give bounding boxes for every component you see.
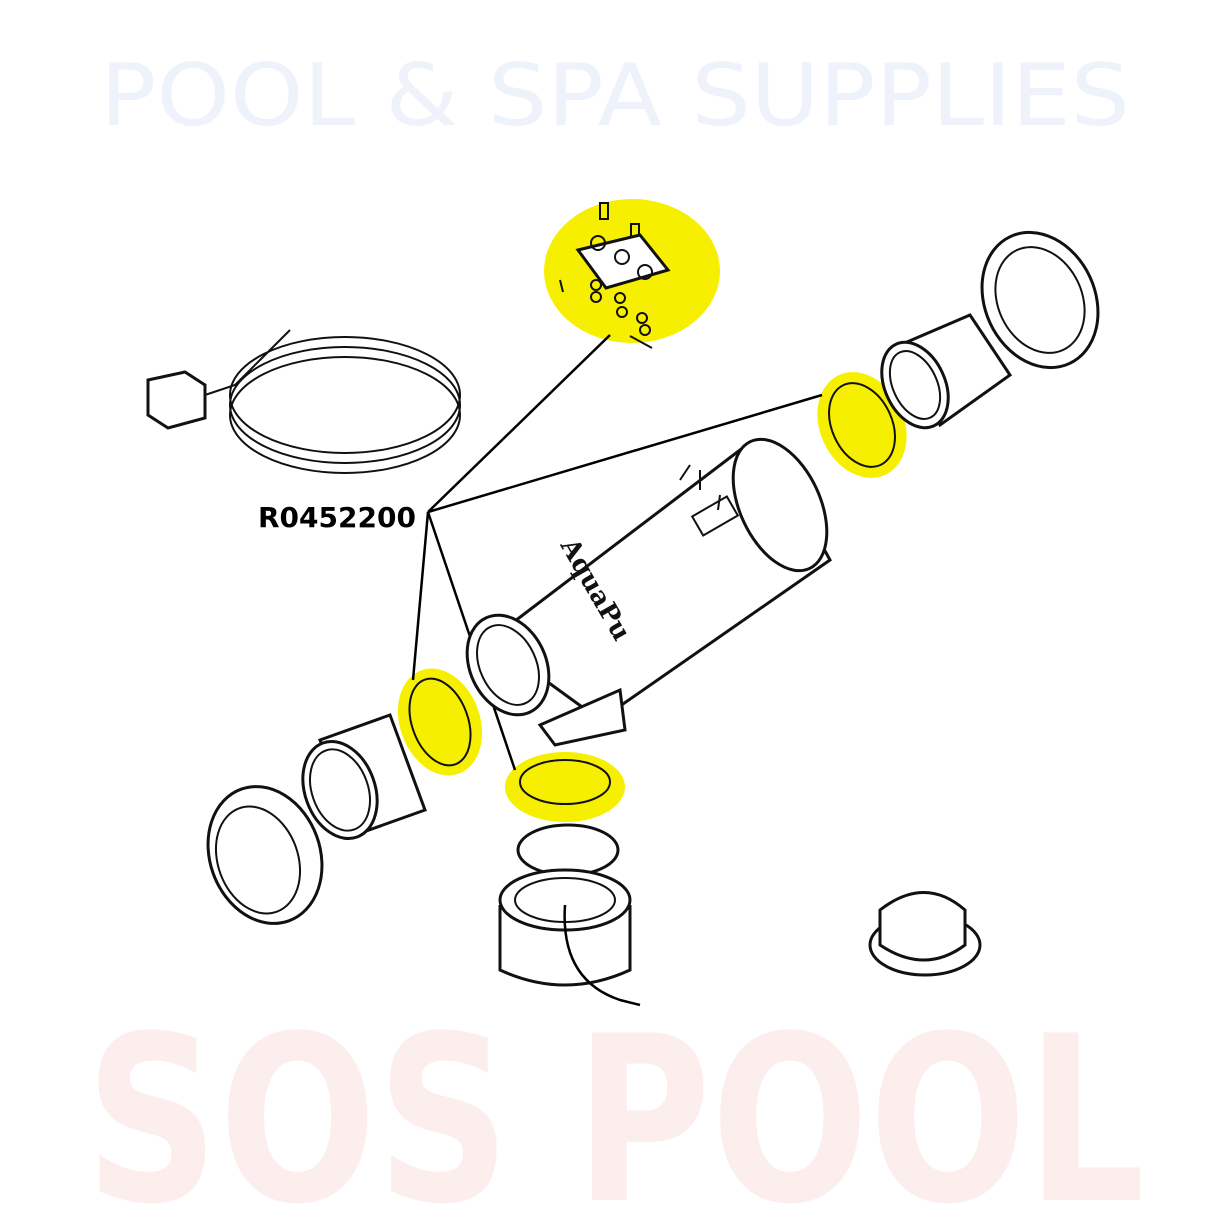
salt-cell-body: AquaPu: [465, 437, 832, 747]
part-number-label: R0452200: [258, 501, 416, 534]
cap: [868, 891, 982, 977]
oring-bottom-highlight: [505, 752, 625, 822]
terminal-hardware-kit: [559, 202, 671, 349]
right-union: [880, 230, 1100, 430]
oring-left-highlight: [397, 668, 483, 776]
leader-lines: [411, 334, 823, 771]
watermark-sos: SOS POOL: [85, 988, 1145, 1229]
oring-right: [828, 382, 896, 468]
cell-cable: [146, 329, 461, 474]
watermark-tagline: POOL & SPA SUPPLIES: [100, 46, 1130, 146]
bottom-sensor-union: [498, 823, 641, 1007]
highlighted-parts: [397, 199, 907, 822]
oring-left: [408, 677, 472, 767]
watermark: POOL & SPA SUPPLIES SOS POOL: [85, 46, 1145, 1229]
left-union: [206, 713, 427, 925]
oring-bottom: [519, 759, 611, 805]
oring-right-highlight: [817, 372, 907, 478]
